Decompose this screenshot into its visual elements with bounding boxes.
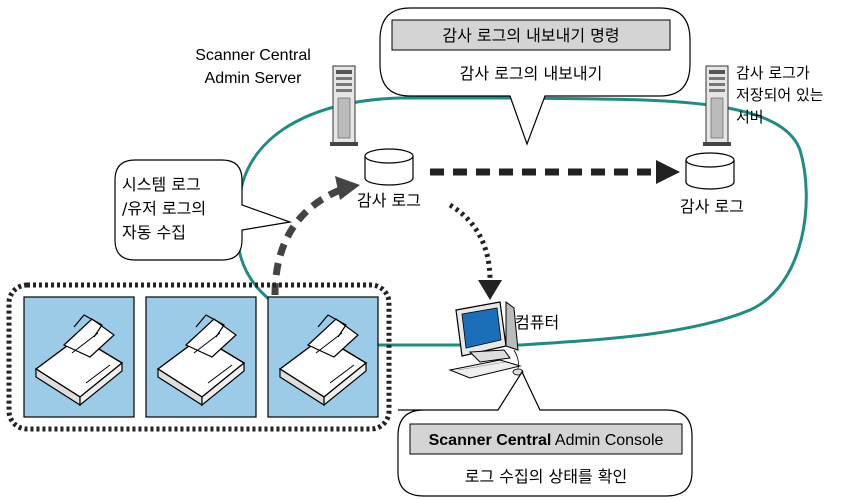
collect-arrow (271, 184, 347, 296)
console-name-rest: Admin Console (551, 432, 663, 449)
export-command-box (391, 19, 671, 51)
log-server-label-line3: 서버 (736, 108, 764, 126)
console-name-text: Scanner Central Admin Console (429, 432, 664, 449)
audit-log-db-right-icon (685, 152, 735, 190)
view-arrow-head (478, 280, 502, 300)
admin-server-icon (330, 65, 358, 146)
log-server-label-line2: 저장되어 있는 (736, 86, 824, 104)
admin-server-label-line1: Scanner Central (195, 47, 311, 64)
computer-label: 컴퓨터 (515, 313, 559, 332)
console-name-bold: Scanner Central (429, 432, 552, 449)
auto-collect-line1: 시스템 로그 (122, 175, 201, 194)
view-arrow (448, 202, 493, 281)
log-server-icon (703, 65, 731, 146)
console-name-box (409, 423, 683, 455)
audit-log-left-label: 감사 로그 (357, 191, 421, 210)
log-server-label-line1: 감사 로그가 (736, 64, 810, 82)
auto-collect-bubble: 시스템 로그 /유저 로그의 자동 수집 (114, 159, 293, 261)
console-caption-text: 로그 수집의 상태를 확인 (465, 467, 627, 486)
audit-log-db-left-icon (364, 148, 414, 186)
scanner-icon (23, 296, 135, 418)
export-command-text: 감사 로그의 내보내기 명령 (442, 26, 619, 45)
scanner-group-outline (6, 282, 392, 432)
export-caption-text: 감사 로그의 내보내기 (460, 64, 603, 83)
collect-arrow-head (335, 176, 360, 200)
admin-server-label-line2: Admin Server (205, 70, 303, 87)
export-bubble: 감사 로그의 내보내기 명령 감사 로그의 내보내기 (379, 7, 691, 146)
scanner-icon (145, 296, 257, 418)
console-bubble: Scanner Central Admin Console 로그 수집의 상태를… (397, 370, 693, 497)
auto-collect-line3: 자동 수집 (122, 223, 186, 242)
export-arrow-head (656, 160, 680, 184)
scanner-icon (267, 296, 379, 418)
auto-collect-line2: /유저 로그의 (122, 199, 206, 218)
computer-icon (448, 301, 524, 379)
audit-log-right-label: 감사 로그 (680, 197, 744, 216)
